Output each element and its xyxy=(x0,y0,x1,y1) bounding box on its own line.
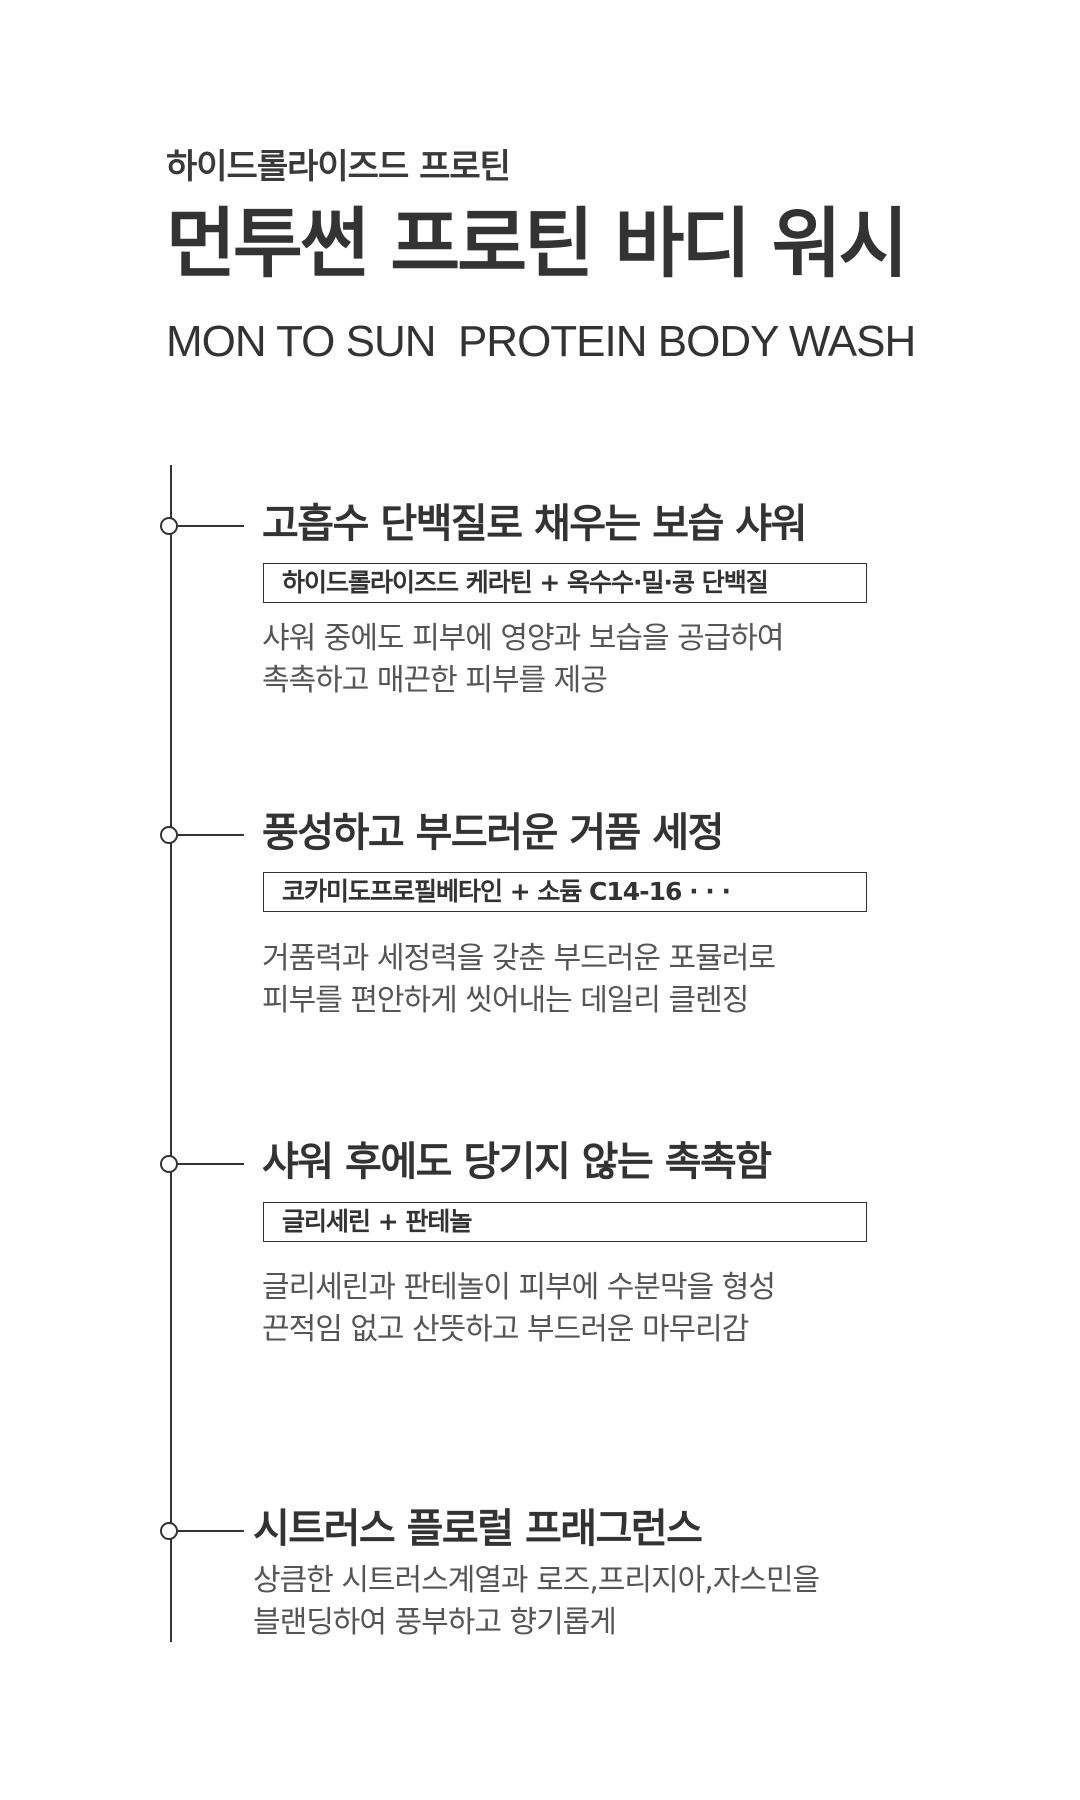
feature-description-line: 피부를 편안하게 씻어내는 데일리 클렌징 xyxy=(262,983,749,1018)
feature-description-line: 촉촉하고 매끈한 피부를 제공 xyxy=(262,663,608,698)
timeline-connector xyxy=(178,1163,244,1165)
feature-description: 상큼한 시트러스계열과 로즈,프리지아,자스민을 블랜딩하여 풍부하고 향기롭게 xyxy=(253,1560,820,1644)
product-title-english: MON TO SUN PROTEIN BODY WASH xyxy=(166,317,916,366)
timeline-node-icon xyxy=(160,517,178,535)
product-header: 하이드롤라이즈드 프로틴 먼투썬 프로틴 바디 워시 MON TO SUN PR… xyxy=(166,150,1046,364)
feature-description-line: 글리세린과 판테놀이 피부에 수분막을 형성 xyxy=(262,1270,776,1305)
product-title: 먼투썬 프로틴 바디 워시 xyxy=(166,199,909,288)
feature-title: 고흡수 단백질로 채우는 보습 샤워 xyxy=(262,501,807,547)
feature-description: 샤워 중에도 피부에 영양과 보습을 공급하여 촉촉하고 매끈한 피부를 제공 xyxy=(262,618,784,702)
timeline-connector xyxy=(178,1530,244,1532)
feature-title: 샤워 후에도 당기지 않는 촉촉함 xyxy=(262,1139,772,1185)
timeline-node-icon xyxy=(160,1155,178,1173)
feature-description-line: 상큼한 시트러스계열과 로즈,프리지아,자스민을 xyxy=(253,1563,820,1598)
timeline-connector xyxy=(178,834,244,836)
timeline-line xyxy=(170,465,172,1642)
feature-description-line: 끈적임 없고 산뜻하고 부드러운 마무리감 xyxy=(262,1312,749,1347)
feature-title: 풍성하고 부드러운 거품 세정 xyxy=(262,810,724,856)
feature-description-line: 샤워 중에도 피부에 영양과 보습을 공급하여 xyxy=(262,621,784,656)
timeline-node-icon xyxy=(160,1522,178,1540)
timeline-node-icon xyxy=(160,826,178,844)
timeline-connector xyxy=(178,525,244,527)
feature-description-line: 블랜딩하여 풍부하고 향기롭게 xyxy=(253,1605,617,1640)
product-subtitle: 하이드롤라이즈드 프로틴 xyxy=(166,147,511,187)
ingredient-box: 글리세린 + 판테놀 xyxy=(263,1202,867,1242)
ingredient-box: 하이드롤라이즈드 케라틴 + 옥수수·밀·콩 단백질 xyxy=(263,563,867,603)
feature-description: 글리세린과 판테놀이 피부에 수분막을 형성 끈적임 없고 산뜻하고 부드러운 … xyxy=(262,1267,776,1351)
feature-description-line: 거품력과 세정력을 갖춘 부드러운 포뮬러로 xyxy=(262,941,776,976)
feature-title: 시트러스 플로럴 프래그런스 xyxy=(253,1506,703,1552)
ingredient-box: 코카미도프로필베타인 + 소듐 C14-16 · · · xyxy=(263,872,867,912)
feature-description: 거품력과 세정력을 갖춘 부드러운 포뮬러로 피부를 편안하게 씻어내는 데일리… xyxy=(262,938,776,1022)
